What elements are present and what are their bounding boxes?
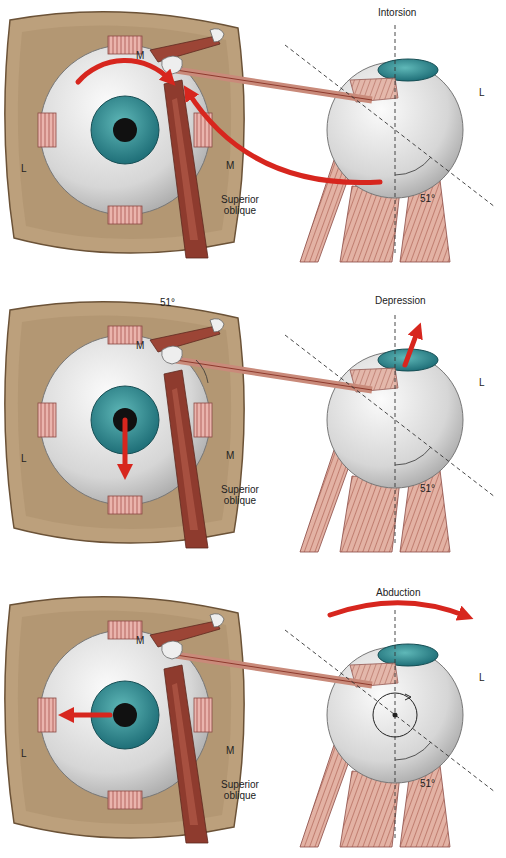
front-view-eye xyxy=(5,12,244,253)
motion-arrows xyxy=(188,92,380,183)
rotation-axis xyxy=(393,713,398,718)
muscle-label: Superior oblique xyxy=(214,779,266,801)
angle-arc xyxy=(196,360,208,383)
angle-label: 51° xyxy=(160,297,175,308)
motion-arrows xyxy=(330,603,466,616)
motion-arrows xyxy=(66,713,110,718)
rotation-tick xyxy=(405,694,411,700)
rotation-circle xyxy=(373,693,417,737)
motion-arrows xyxy=(123,420,128,472)
front-view-eye xyxy=(5,302,244,543)
angle-label: 51° xyxy=(420,193,435,204)
side-letter: M xyxy=(226,745,234,756)
side-letter: L xyxy=(21,163,27,174)
motion-arrows xyxy=(66,61,466,715)
side-letter: L xyxy=(479,672,485,683)
angle-label: 51° xyxy=(420,778,435,789)
side-letter: M xyxy=(136,635,144,646)
muscle-label: Superior oblique xyxy=(214,484,266,506)
motion-arrows xyxy=(405,330,418,365)
side-letter: M xyxy=(226,160,234,171)
angle-label: 51° xyxy=(420,483,435,494)
motion-arrows xyxy=(78,61,170,82)
oblique-view-eye xyxy=(162,610,495,847)
muscle-label: Superior oblique xyxy=(214,194,266,216)
side-letter: L xyxy=(479,377,485,388)
side-letter: L xyxy=(21,748,27,759)
side-letter: M xyxy=(136,340,144,351)
action-title: Intorsion xyxy=(378,7,416,18)
oblique-view-eye xyxy=(162,25,495,262)
action-title: Abduction xyxy=(376,587,420,598)
front-view-eye xyxy=(5,597,244,838)
side-letter: L xyxy=(479,87,485,98)
side-letter: M xyxy=(136,50,144,61)
side-letter: M xyxy=(226,450,234,461)
oblique-view-eye xyxy=(162,315,495,552)
side-letter: L xyxy=(21,453,27,464)
action-title: Depression xyxy=(375,295,426,306)
